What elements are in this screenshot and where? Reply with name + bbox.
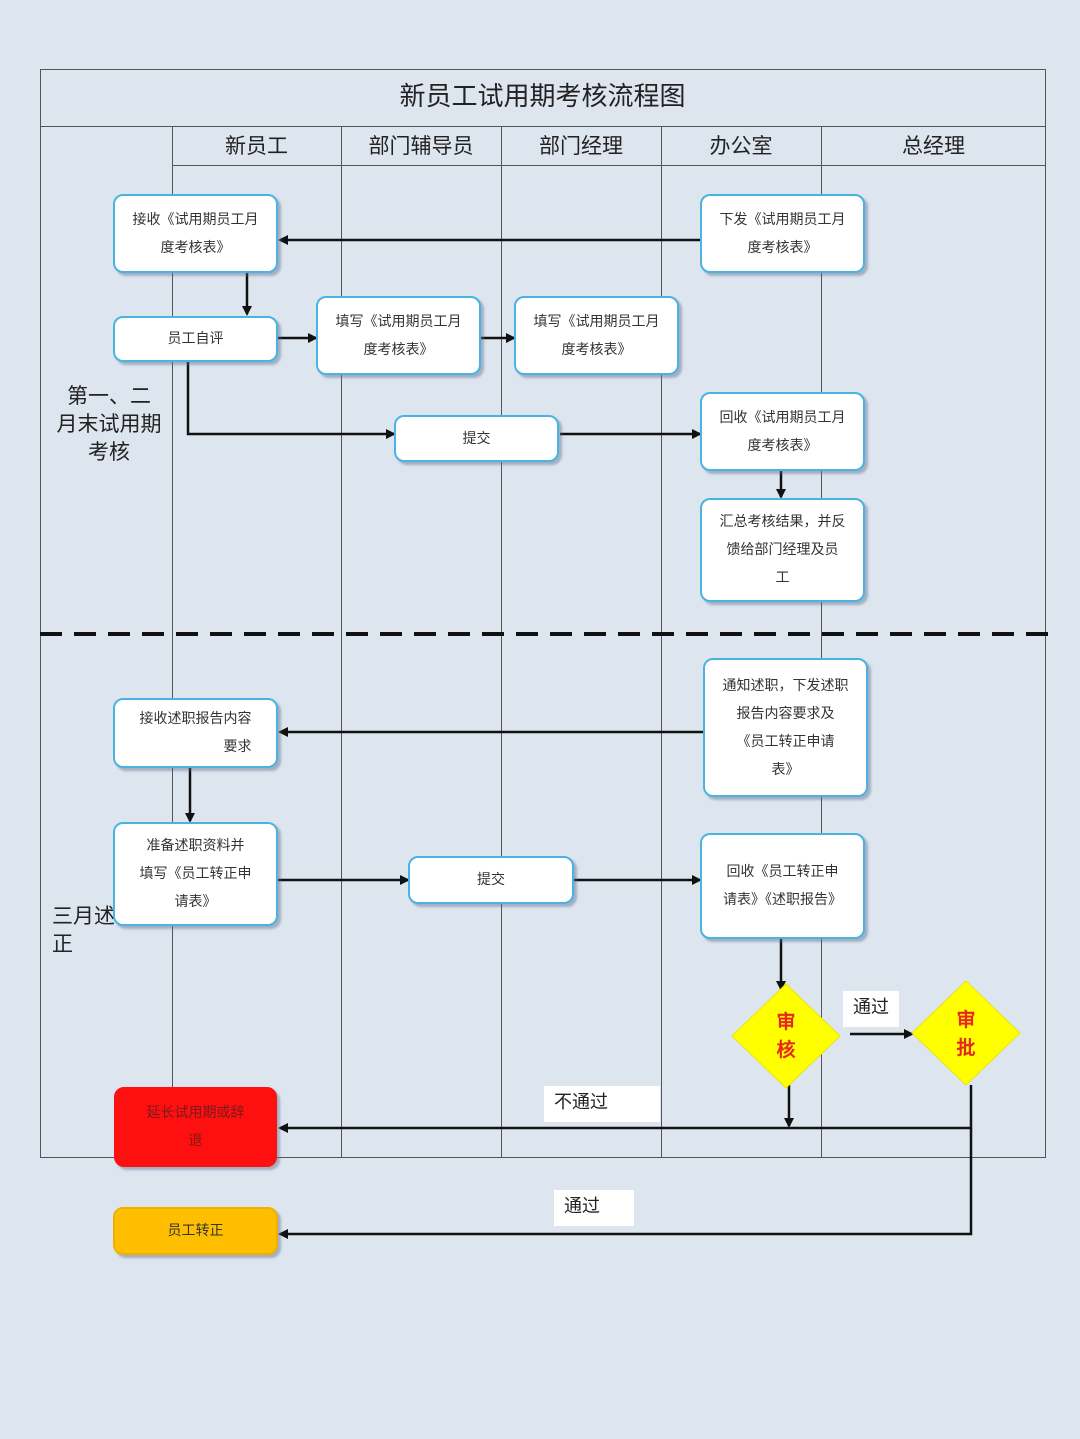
node-text-line: 下发《试用期员工月: [719, 211, 846, 228]
lane-divider-1: [172, 126, 173, 1158]
submit-node-2: 提交: [408, 856, 574, 904]
phase-label-first-second-month: 第一、二 月末试用期 考核: [50, 382, 168, 466]
lane-header-dept-manager: 部门经理: [539, 134, 623, 158]
review-char-2: 核: [776, 1039, 796, 1061]
edge-label-pass-approve: 通过: [554, 1190, 634, 1226]
node-text-line: 退: [188, 1133, 203, 1149]
approve-char-1: 审: [956, 1009, 976, 1031]
manager-fill-form-node: 填写《试用期员工月度考核表》: [514, 296, 679, 375]
submit-node-1: 提交: [394, 415, 559, 462]
node-text-line: 工: [775, 570, 790, 586]
node-text-line: 提交: [477, 872, 505, 888]
summarize-results-node: 汇总考核结果，并反馈给部门经理及员工: [700, 498, 865, 602]
arrow-approve-pass-to-confirm: [278, 1128, 973, 1239]
node-text-line: 汇总考核结果，并反: [719, 514, 846, 530]
node-text-line: 延长试用期或辞: [146, 1105, 245, 1121]
lane-divider-3: [501, 126, 502, 1158]
prepare-materials-node: 准备述职资料并填写《员工转正申请表》: [113, 822, 278, 926]
node-text-line: 员工转正: [167, 1223, 224, 1239]
approve-decision-label: 审 批: [946, 1006, 986, 1062]
node-text-line: 员工自评: [167, 331, 224, 347]
edge-label-fail: 不通过: [544, 1086, 660, 1122]
mentor-fill-form-node: 填写《试用期员工月度考核表》: [316, 296, 481, 375]
node-text-line: 填写《试用期员工月: [335, 313, 462, 330]
header-divider: [172, 165, 1046, 166]
node-text-line: 报告内容要求及: [736, 705, 835, 722]
edge-label-pass-review: 通过: [843, 991, 899, 1027]
issue-assessment-form-node: 下发《试用期员工月度考核表》: [700, 194, 865, 273]
review-decision-label: 审 核: [766, 1008, 806, 1064]
phase1-line-3: 考核: [88, 440, 130, 464]
outer-frame: [40, 69, 1046, 1158]
receive-report-requirements-node: 接收述职报告内容要求: [113, 698, 278, 768]
node-text-line: 要求: [223, 739, 252, 755]
node-text-line: 度考核表》: [561, 341, 632, 358]
self-evaluation-node: 员工自评: [113, 316, 278, 362]
lane-header-new-employee: 新员工: [225, 134, 288, 158]
lane-header-office: 办公室: [709, 134, 773, 158]
phase1-line-2: 月末试用期: [56, 412, 162, 436]
review-char-1: 审: [776, 1011, 796, 1033]
node-text-line: 回收《试用期员工月: [719, 409, 846, 426]
arrow-selfeval-to-submit: [186, 362, 396, 439]
node-text-line: 度考核表》: [160, 239, 231, 256]
page-title: 新员工试用期考核流程图: [399, 82, 686, 112]
lane-divider-2: [341, 126, 342, 1158]
node-text-line: 接收述职报告内容: [139, 711, 252, 727]
node-text-line: 请表》《述职报告》: [723, 892, 842, 908]
confirm-employment-node: 员工转正: [113, 1207, 278, 1255]
notify-report-node: 通知述职，下发述职报告内容要求及《员工转正申请表》: [703, 658, 868, 797]
node-text-line: 填写《试用期员工月: [533, 313, 660, 330]
node-text-line: 回收《员工转正申: [726, 864, 839, 880]
node-text-line: 请表》: [174, 894, 217, 910]
lane-divider-4: [661, 126, 662, 1158]
lane-header-general-manager: 总经理: [902, 134, 965, 158]
phase2-line-1: 三月述: [52, 904, 115, 928]
lane-divider-5: [821, 126, 822, 1158]
node-text-line: 《员工转正申请: [736, 733, 835, 750]
extend-or-dismiss-node: 延长试用期或辞退: [114, 1087, 277, 1167]
node-text-line: 度考核表》: [747, 437, 818, 454]
receive-assessment-form-node: 接收《试用期员工月度考核表》: [113, 194, 278, 273]
review-diamond: [731, 983, 841, 1089]
collect-assessment-form-node: 回收《试用期员工月度考核表》: [700, 392, 865, 471]
node-text-line: 度考核表》: [363, 341, 434, 358]
phase-label-third-month: 三月述 正: [52, 902, 132, 958]
node-text-line: 馈给部门经理及员: [726, 542, 839, 558]
approve-diamond: [911, 980, 1021, 1086]
collect-report-node: 回收《员工转正申请表》《述职报告》: [700, 833, 865, 939]
node-text-line: 表》: [771, 761, 800, 778]
phase1-line-1: 第一、二: [67, 384, 151, 408]
approve-char-2: 批: [956, 1037, 976, 1059]
node-text-line: 接收《试用期员工月: [132, 211, 259, 228]
lane-header-mentor: 部门辅导员: [368, 134, 474, 158]
node-text-line: 度考核表》: [747, 239, 818, 256]
node-text-line: 准备述职资料并: [146, 838, 245, 854]
node-text-line: 填写《员工转正申: [139, 866, 252, 882]
node-text-line: 提交: [462, 430, 491, 447]
phase2-line-2: 正: [52, 932, 73, 956]
title-divider: [40, 126, 1046, 127]
node-text-line: 通知述职，下发述职: [722, 677, 849, 694]
